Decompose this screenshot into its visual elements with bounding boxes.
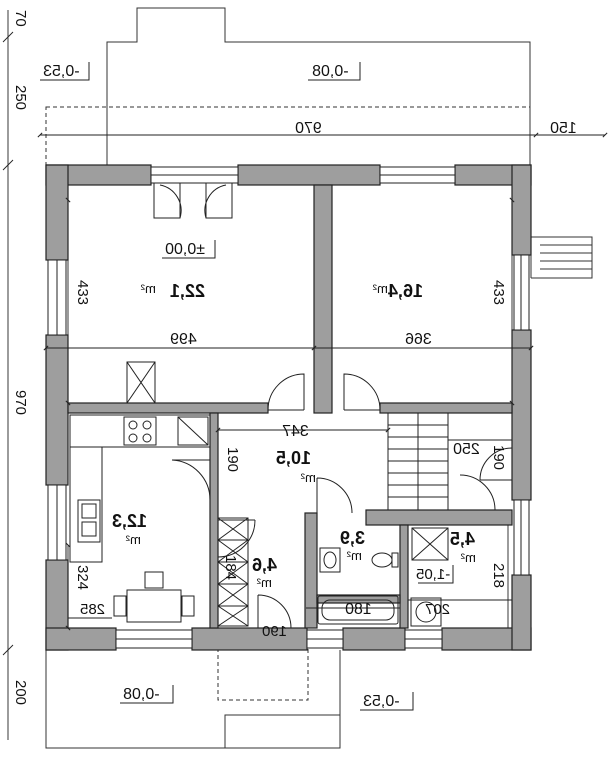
room-kitchen-unit: m² (125, 532, 141, 547)
fireplace (126, 361, 156, 404)
room-wc-unit: m² (346, 548, 362, 563)
level-top-center: -0,08 (312, 63, 349, 80)
room-hall-area: 10,5 (276, 448, 311, 468)
door-hall-bottom (257, 594, 292, 629)
kitchen-counter (69, 414, 211, 448)
door-pantry (217, 519, 256, 558)
sink (77, 499, 101, 543)
dim-kitchen-height: 324 (74, 565, 91, 590)
dim-kitchen-width: 285 (80, 601, 105, 618)
dim-bedroom-height: 433 (490, 280, 507, 305)
bottom-dashed-path (217, 648, 309, 701)
door-bedroom (343, 373, 381, 411)
room-wc-area: 3,9 (340, 528, 365, 548)
dim-stair-width: 250 (453, 441, 480, 458)
room-living-unit: m² (140, 281, 156, 296)
washbasin (319, 547, 341, 573)
dim-right-lower-width: 207 (425, 601, 450, 618)
dim-right-190: 190 (490, 445, 507, 470)
fixtures (69, 361, 449, 627)
dim-pantry-width: 190 (262, 623, 287, 640)
dim-living-height: 433 (74, 280, 91, 305)
kitchen-counter-side (69, 446, 103, 563)
dining-table (126, 589, 182, 623)
right-steps (531, 236, 593, 279)
level-floor: ±0,00 (165, 241, 205, 258)
dim-right-lower-height: 218 (490, 563, 507, 588)
labels: 970 150 -0,53 -0,08 ±0,00 -1,05 -0,08 -0… (12, 10, 577, 710)
level-top-left: -0,53 (43, 63, 80, 80)
top-porch-outline (106, 7, 531, 165)
door-laundry (459, 474, 496, 511)
toilet (371, 552, 393, 568)
dim-pantry-height: 184 (222, 555, 239, 580)
door-kitchen (171, 459, 211, 501)
dim-bedroom-width: 366 (405, 331, 432, 348)
room-pantry-area: 4,6 (252, 555, 277, 575)
stove (123, 416, 157, 446)
stairs (387, 412, 449, 511)
doors (153, 183, 513, 629)
room-hall-unit: m² (300, 470, 316, 485)
dim-top-overall: 970 (295, 120, 322, 137)
bottom-terrace-outline (45, 650, 341, 749)
windows (47, 166, 530, 649)
pantry-shelves (217, 517, 249, 627)
top-dashed-area (45, 106, 531, 168)
door-living (267, 373, 305, 411)
shower (411, 527, 449, 561)
room-pantry-unit: m² (256, 575, 272, 590)
dim-hall-height: 190 (224, 447, 241, 472)
dimension-lines (2, 10, 608, 740)
room-bedroom-area: 16,4 (388, 281, 423, 301)
washer (410, 597, 442, 627)
bottom-steps (224, 714, 340, 748)
dim-living-width: 499 (170, 331, 197, 348)
room-laundry-unit: m² (460, 550, 476, 565)
level-laundry: -1,05 (416, 566, 450, 583)
bathtub (317, 595, 399, 625)
dim-left-top-small: 70 (12, 10, 29, 27)
dim-hall-width: 347 (282, 423, 309, 440)
dim-top-right-ext: 150 (550, 120, 577, 137)
dim-left-upper: 250 (12, 85, 29, 110)
dim-left-total: 970 (12, 390, 29, 415)
entrance-door (153, 183, 233, 219)
dim-left-lower: 200 (12, 680, 29, 705)
room-living-area: 22,1 (170, 281, 205, 301)
dim-bath-width: 180 (345, 601, 372, 618)
room-kitchen-area: 12,3 (112, 511, 147, 531)
room-bedroom-unit: m² (372, 281, 388, 296)
door-wc (316, 477, 353, 514)
interior-walls (67, 184, 513, 629)
level-bottom-right: -0,53 (363, 693, 400, 710)
room-laundry-area: 4,5 (450, 529, 475, 549)
door-right (479, 447, 513, 481)
level-bottom-left: -0,08 (123, 686, 160, 703)
level-markers (40, 62, 454, 711)
